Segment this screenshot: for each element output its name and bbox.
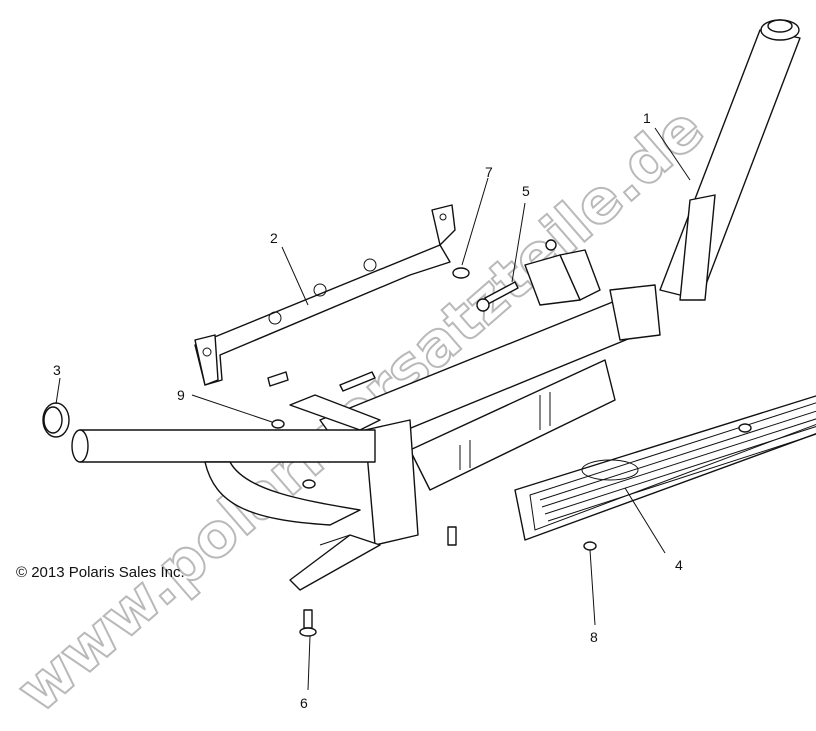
part-4-grille (514, 395, 816, 541)
part-8-screw (583, 423, 752, 551)
leader-lines (55, 127, 691, 691)
callout-9: 9 (177, 387, 185, 403)
callout-5: 5 (522, 183, 530, 199)
part-2-bracket (194, 204, 456, 386)
part-6-bolt (299, 609, 317, 637)
part-7-bolt (452, 239, 557, 279)
callout-7: 7 (485, 164, 493, 180)
part-5-bolt (476, 281, 519, 312)
part-9-nut (267, 371, 457, 546)
callout-3: 3 (53, 362, 61, 378)
callout-6: 6 (300, 695, 308, 711)
part-1-bumper (71, 19, 801, 591)
copyright-text: © 2013 Polaris Sales Inc. (16, 564, 185, 581)
callout-2: 2 (270, 230, 278, 246)
callout-4: 4 (675, 557, 683, 573)
callout-1: 1 (643, 110, 651, 126)
callout-8: 8 (590, 629, 598, 645)
part-3-cap (42, 402, 70, 438)
